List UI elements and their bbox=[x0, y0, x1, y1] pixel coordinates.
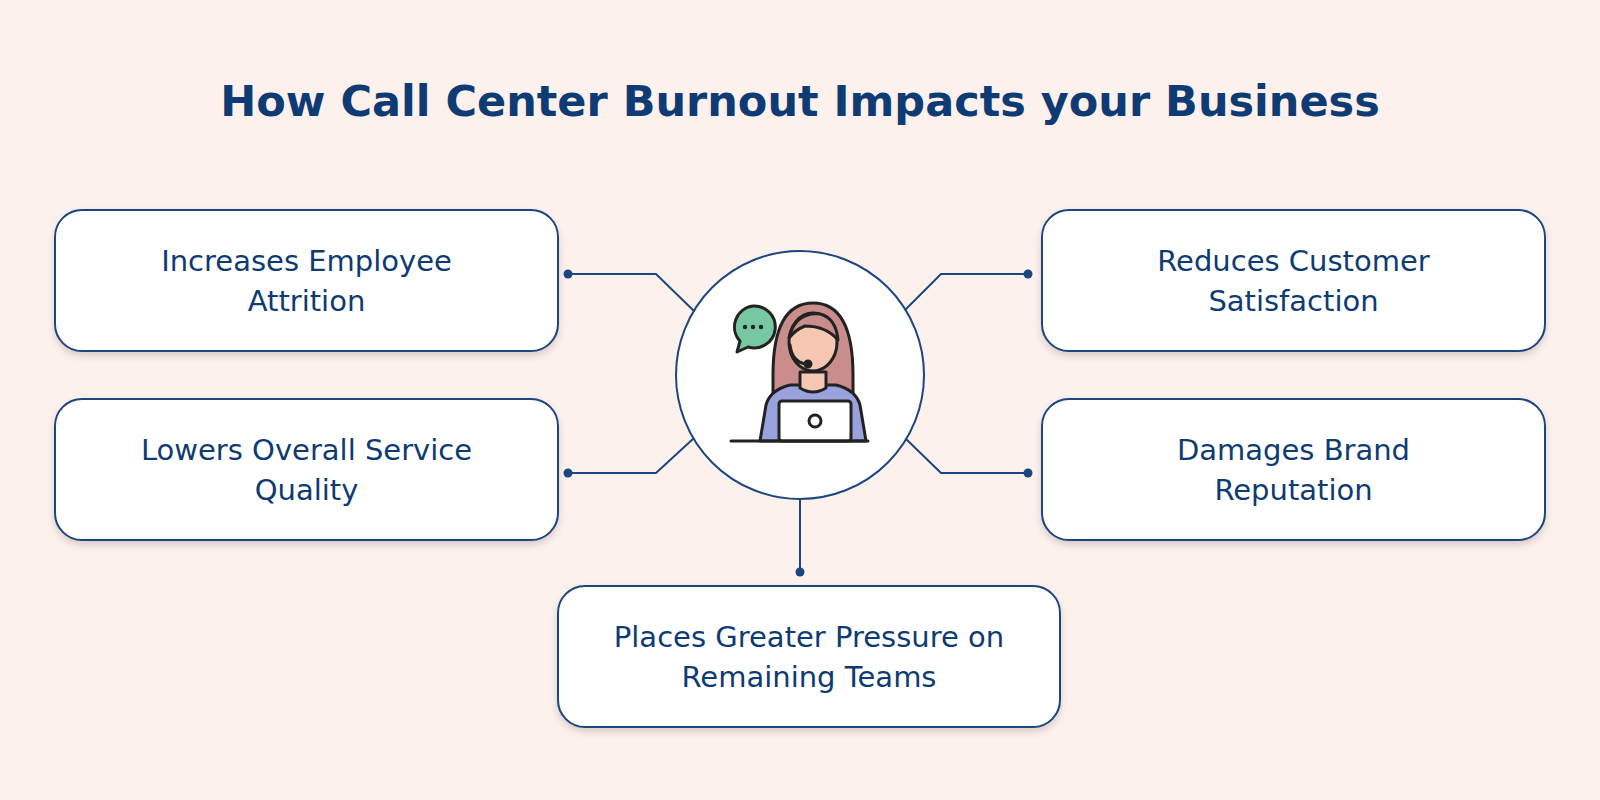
leader-dot bbox=[796, 568, 805, 577]
box-label: Increases Employee Attrition bbox=[127, 241, 487, 321]
leader-line bbox=[905, 438, 1028, 473]
box-label: Lowers Overall Service Quality bbox=[97, 430, 517, 510]
impact-box: Reduces Customer Satisfaction bbox=[1041, 209, 1546, 352]
laptop-logo bbox=[809, 415, 821, 427]
agent-bangs bbox=[789, 314, 838, 340]
agent-icon bbox=[731, 303, 868, 441]
leader-dot bbox=[1024, 469, 1033, 478]
leader-lines bbox=[568, 274, 1028, 572]
impact-box: Increases Employee Attrition bbox=[54, 209, 559, 352]
box-label: Places Greater Pressure on Remaining Tea… bbox=[599, 617, 1019, 697]
leader-line bbox=[568, 438, 694, 473]
desk-line bbox=[731, 440, 868, 443]
box-text-wrap: Increases Employee Attrition bbox=[127, 241, 487, 321]
leader-dot bbox=[564, 270, 573, 279]
bubble-dot bbox=[751, 325, 755, 329]
laptop bbox=[779, 401, 851, 441]
impact-box: Places Greater Pressure on Remaining Tea… bbox=[557, 585, 1061, 728]
box-text-wrap: Damages Brand Reputation bbox=[1144, 430, 1444, 510]
bubble-dot bbox=[743, 325, 747, 329]
headset-tip bbox=[805, 361, 811, 367]
bubble-dot bbox=[759, 325, 763, 329]
leader-line bbox=[799, 497, 801, 572]
diagram-title: How Call Center Burnout Impacts your Bus… bbox=[0, 76, 1600, 126]
impact-box: Damages Brand Reputation bbox=[1041, 398, 1546, 541]
box-label: Damages Brand Reputation bbox=[1144, 430, 1444, 510]
leader-dots bbox=[564, 270, 1033, 577]
bubble-dots bbox=[743, 325, 763, 329]
box-text-wrap: Lowers Overall Service Quality bbox=[97, 430, 517, 510]
agent-face bbox=[789, 313, 837, 371]
speech-bubble bbox=[735, 306, 776, 352]
leader-dot bbox=[564, 469, 573, 478]
leader-line bbox=[905, 274, 1028, 310]
box-text-wrap: Reduces Customer Satisfaction bbox=[1114, 241, 1474, 321]
box-text-wrap: Places Greater Pressure on Remaining Tea… bbox=[599, 617, 1019, 697]
leader-line bbox=[568, 274, 694, 311]
headset-mic bbox=[790, 345, 806, 364]
impact-box: Lowers Overall Service Quality bbox=[54, 398, 559, 541]
agent-neck bbox=[800, 372, 826, 392]
leader-dot bbox=[1024, 270, 1033, 279]
box-label: Reduces Customer Satisfaction bbox=[1114, 241, 1474, 321]
center-circle bbox=[676, 251, 924, 499]
